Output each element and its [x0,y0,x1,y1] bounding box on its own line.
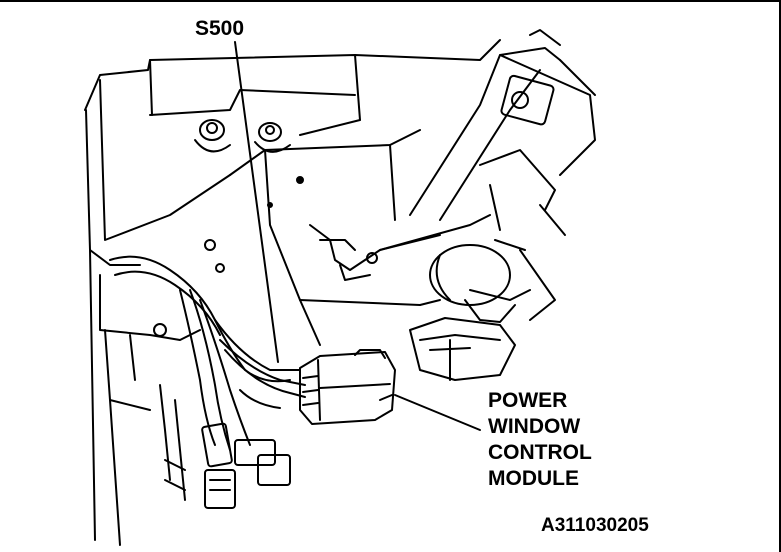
right-border [779,0,781,552]
module-label-line: POWER [488,389,568,412]
top-border [0,0,781,2]
module-leader [394,394,481,431]
harness-connectors [201,422,291,509]
bracket-arm [309,214,491,281]
leader-lines [234,41,481,431]
dash-panel-outline [84,39,501,346]
splice-label: S500 [195,17,245,40]
left-bracket [89,249,201,546]
lower-connector [409,289,531,381]
figure-code: A311030205 [541,515,649,536]
module-label: POWER WINDOW CONTROL MODULE [488,388,592,492]
module-label-line: WINDOW [488,415,581,438]
steering-column [409,29,596,321]
module-label-line: MODULE [488,467,579,490]
wiring-harness [109,255,306,501]
mounting-studs [194,119,304,273]
module-label-line: CONTROL [488,441,592,464]
s500-leader [234,41,279,363]
power-window-control-module [299,349,396,425]
